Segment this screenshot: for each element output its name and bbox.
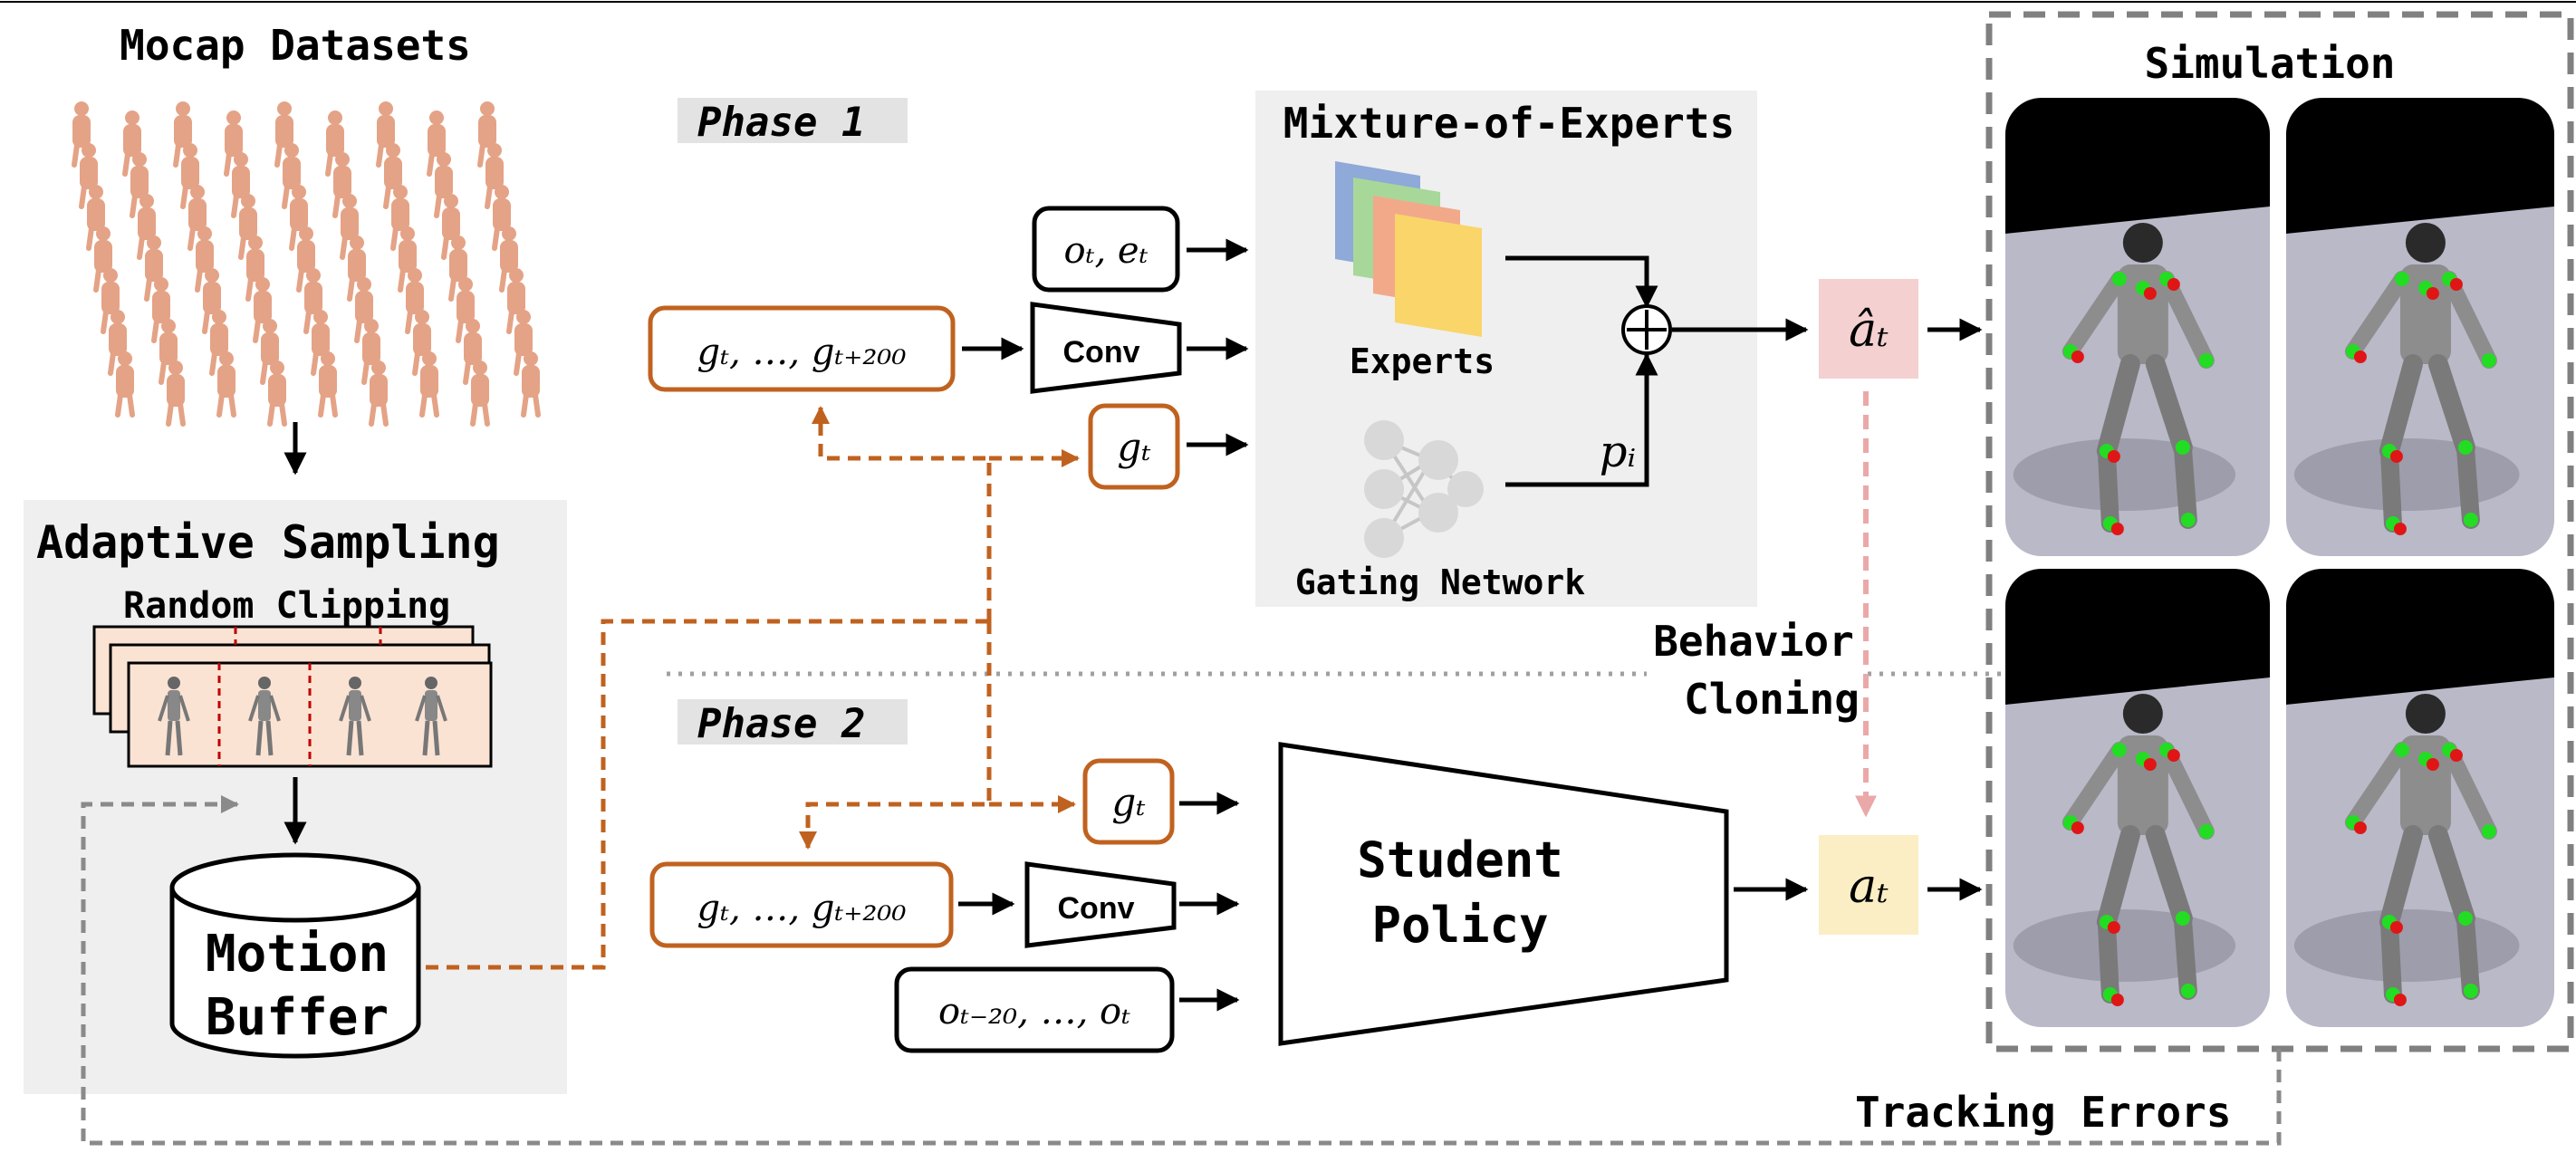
random-clipping-label: Random Clipping xyxy=(123,585,450,627)
experts-icon xyxy=(1335,161,1482,337)
mocap-crowd-image xyxy=(72,101,541,427)
weighted-sum-icon xyxy=(1621,304,1672,355)
p2-conv-label: Conv xyxy=(1058,891,1135,926)
phase2-label-bg xyxy=(678,699,908,745)
p2-future-goals-label: gₜ, …, gₜ₊₂₀₀ xyxy=(697,888,906,929)
conv-label: Conv xyxy=(1063,335,1140,370)
simulation-title: Simulation xyxy=(2145,39,2396,88)
gating-weight-label: pᵢ xyxy=(1600,427,1636,477)
p2-future-goals-box xyxy=(649,861,954,948)
tracking-errors-feedback-arrow xyxy=(81,795,2282,1146)
gating-network-icon xyxy=(1364,420,1484,558)
teacher-action-box xyxy=(1819,279,1918,379)
student-policy-block xyxy=(1278,742,1729,1046)
phase1-label: Phase 1 xyxy=(697,100,865,146)
tracking-errors-label: Tracking Errors xyxy=(1855,1088,2231,1137)
behavior-cloning-line2: Cloning xyxy=(1684,675,1860,724)
phase2-label: Phase 2 xyxy=(697,701,865,747)
obs-label: oₜ, eₜ xyxy=(1064,230,1149,272)
gating-network-label: Gating Network xyxy=(1295,562,1585,602)
student-policy-line1: Student xyxy=(1357,831,1563,889)
phase1-label-bg xyxy=(678,98,908,143)
motion-buffer-cylinder xyxy=(169,852,421,1059)
behavior-cloning-bg xyxy=(1647,612,1860,728)
student-action-label: aₜ xyxy=(1849,860,1889,914)
p2-goal-box xyxy=(1082,758,1175,845)
history-obs-box xyxy=(894,966,1175,1053)
future-goals-label: gₜ, …, gₜ₊₂₀₀ xyxy=(697,331,906,373)
arrow-gating-to-sum xyxy=(1505,352,1658,487)
p2-conv-encoder xyxy=(1024,861,1177,948)
p2-goal-label: gₜ xyxy=(1111,780,1145,824)
goal-label: gₜ xyxy=(1117,425,1150,469)
arrow-experts-to-sum xyxy=(1505,255,1658,309)
moe-title: Mixture-of-Experts xyxy=(1283,99,1735,148)
student-policy-line2: Policy xyxy=(1371,897,1548,954)
student-action-box xyxy=(1819,835,1918,935)
mocap-title: Mocap Datasets xyxy=(120,21,471,70)
moe-panel xyxy=(1255,91,1757,607)
teacher-action-label: âₜ xyxy=(1849,303,1889,358)
history-obs-label: oₜ₋₂₀, …, oₜ xyxy=(938,991,1130,1033)
experts-label: Experts xyxy=(1350,341,1495,381)
motion-sampling-flow xyxy=(426,406,1080,970)
motion-buffer-line1: Motion xyxy=(206,925,389,984)
obs-box xyxy=(1032,206,1180,293)
adaptive-sampling-title: Adaptive Sampling xyxy=(36,516,500,569)
goal-box xyxy=(1088,403,1180,490)
simulation-frames xyxy=(2005,98,2554,1027)
clip-robot-frames xyxy=(158,677,447,756)
future-goals-box xyxy=(648,305,956,392)
conv-encoder xyxy=(1030,302,1182,394)
motion-buffer-line2: Buffer xyxy=(206,988,389,1047)
behavior-cloning-line1: Behavior xyxy=(1653,617,1854,666)
